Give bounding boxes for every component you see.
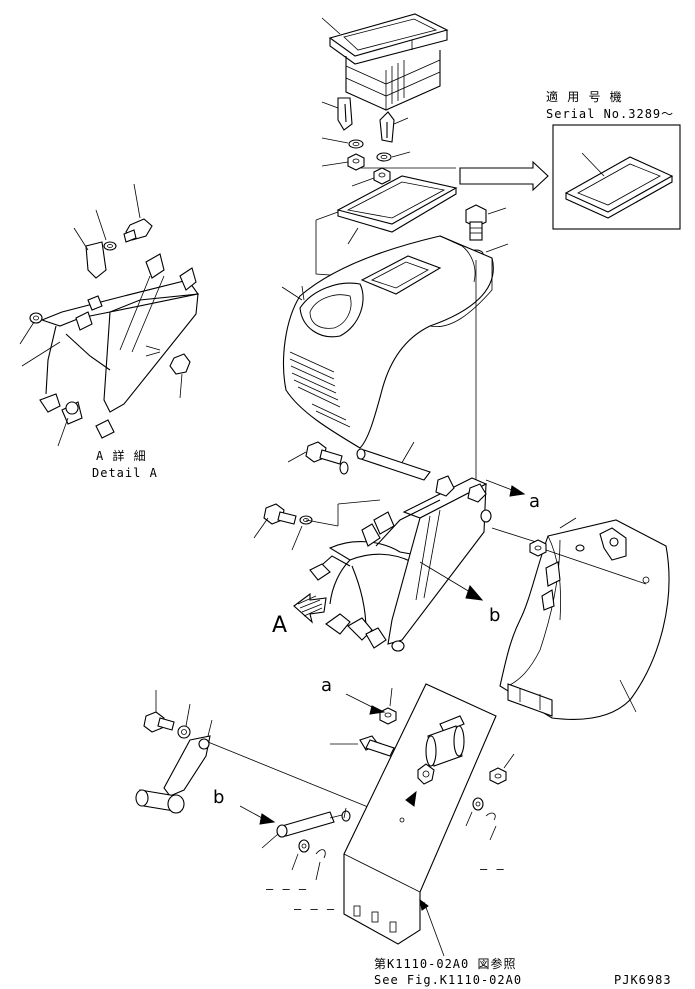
bracket-left (321, 97, 353, 131)
nut-2 (351, 167, 391, 187)
side-cover (499, 517, 670, 720)
view-a-label: A (272, 613, 288, 638)
serial-number: Serial No.3289～ (546, 107, 675, 121)
bolt-pedal (143, 690, 191, 739)
cylinder-part (425, 725, 465, 767)
bolt-left-2 (253, 503, 313, 551)
serial-detail-box (552, 124, 681, 230)
detail-a-assembly (19, 183, 199, 447)
collar (417, 763, 435, 785)
damper (239, 805, 351, 849)
ref-b-upper-label: b (489, 605, 501, 626)
view-a-arrow (293, 592, 327, 624)
detail-a-title-en: Detail A (92, 466, 158, 480)
pedal-lever (135, 719, 401, 821)
washer-bottom (291, 839, 326, 881)
serial-title: 適 用 号 機 (546, 90, 623, 104)
console-body (281, 235, 494, 449)
lower-panel (343, 683, 497, 957)
blank-label-3: — — — (294, 902, 336, 916)
washer-2 (376, 151, 411, 162)
blank-label-2: — — — (266, 882, 308, 896)
nut-side (529, 539, 647, 585)
see-fig-en: See Fig.K1110-02A0 (374, 973, 523, 987)
drawing-code: PJK6983 (614, 973, 672, 987)
blank-label-1: — — (480, 862, 505, 876)
ref-a-lower-label: a (321, 675, 333, 696)
detail-a-title-jp: A 詳 細 (96, 449, 147, 463)
ref-b-lower-label: b (213, 787, 225, 808)
top-boot (328, 13, 449, 111)
bushing-a (345, 687, 397, 725)
serial-arrow (459, 160, 549, 192)
washer-lower (465, 797, 497, 841)
ref-a-upper-label: a (529, 491, 541, 512)
see-fig-jp: 第K1110-02A0 図参照 (374, 957, 517, 971)
ref-arrow-b-upper (419, 561, 484, 601)
nut-1 (321, 153, 365, 171)
washer-1 (321, 137, 364, 149)
pin-rod (356, 448, 431, 481)
bracket-right (379, 111, 409, 143)
lever-bracket-main (305, 475, 537, 652)
pin-small (330, 735, 395, 757)
gasket-plate (315, 167, 458, 277)
bolt-middle (287, 441, 349, 475)
nut-lower (489, 753, 515, 785)
ref-arrow-a-upper (485, 479, 526, 497)
